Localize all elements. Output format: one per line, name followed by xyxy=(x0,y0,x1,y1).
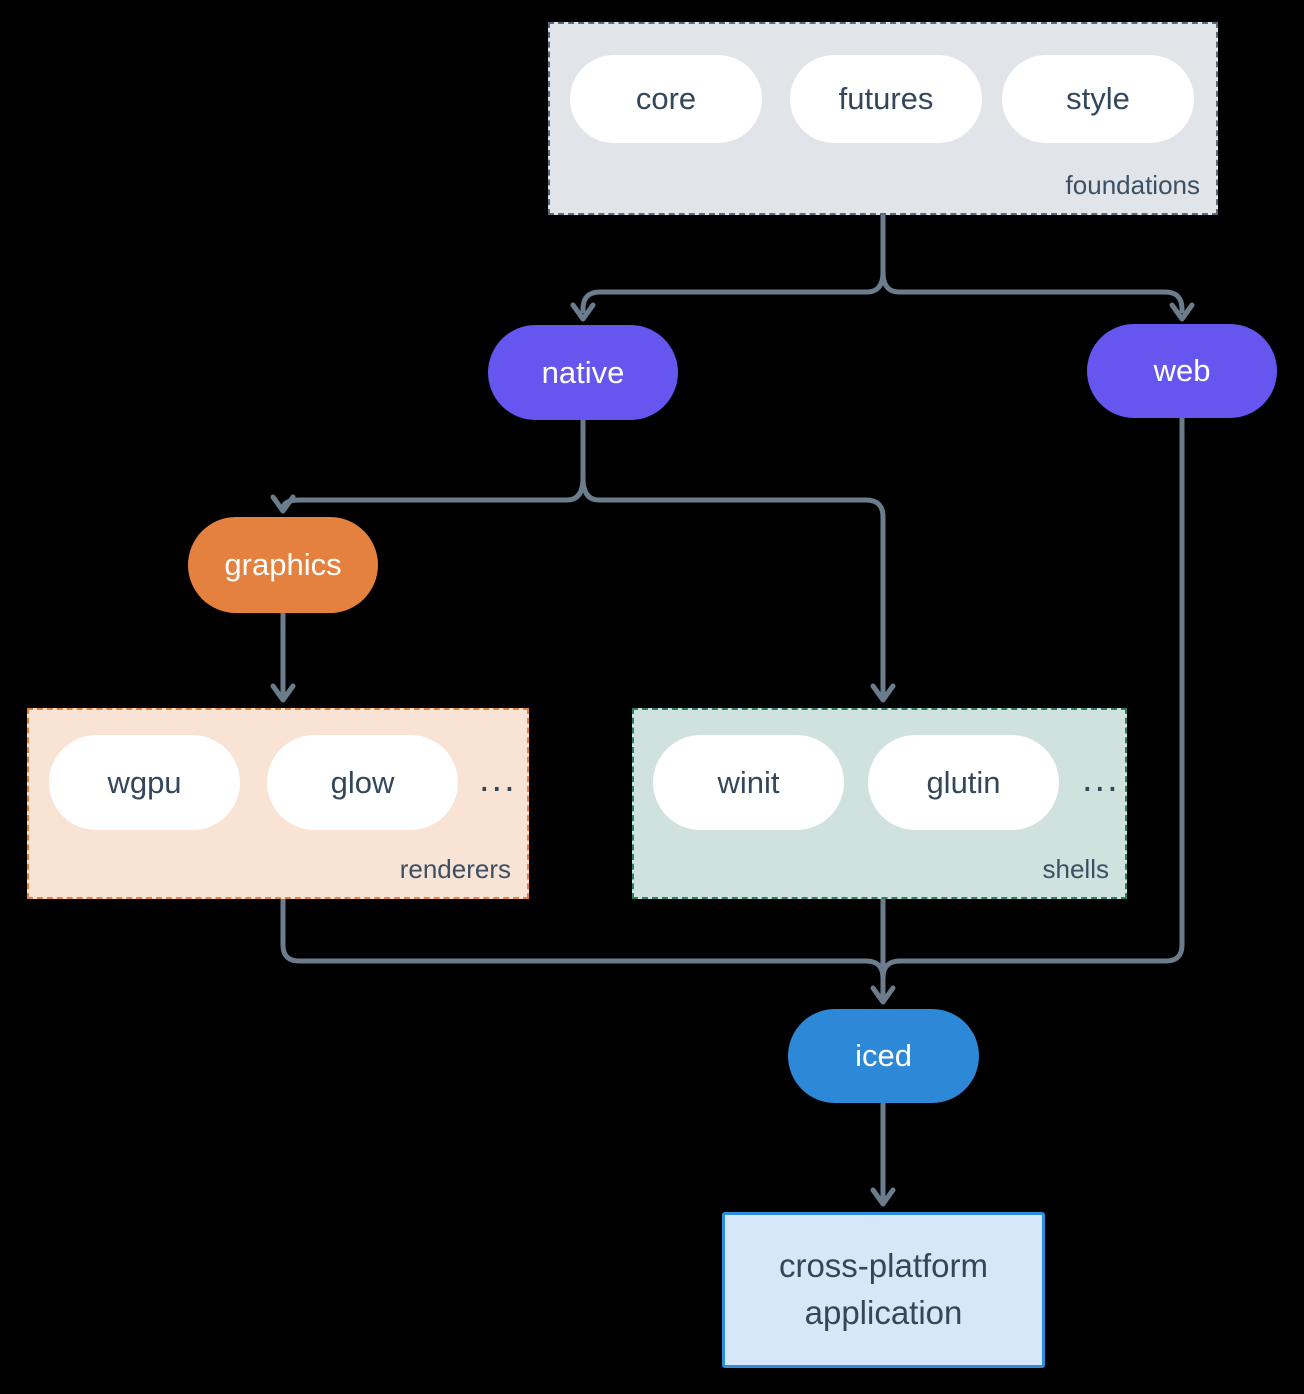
arrowhead-application-icon xyxy=(870,1187,896,1207)
arrowhead-iced-icon xyxy=(870,985,896,1005)
foundations-label: foundations xyxy=(1065,170,1200,200)
connector-native-to-shells xyxy=(580,475,886,699)
node-iced: iced xyxy=(788,1009,979,1103)
connector-renderers-to-iced xyxy=(280,896,886,981)
application-line2: application xyxy=(804,1294,963,1331)
group-shells: winit glutin ... shells xyxy=(632,708,1127,899)
node-winit: winit xyxy=(653,735,844,830)
arrowhead-native-icon xyxy=(570,302,596,322)
group-renderers: wgpu glow ... renderers xyxy=(27,708,529,899)
application-box: cross-platform application xyxy=(722,1212,1045,1368)
node-web: web xyxy=(1087,324,1277,418)
shells-ellipsis: ... xyxy=(1082,758,1120,800)
connector-foundations-to-native xyxy=(580,212,886,314)
node-native: native xyxy=(488,325,678,420)
group-foundations: core futures style foundations xyxy=(548,22,1218,215)
node-wgpu: wgpu xyxy=(49,735,240,830)
node-glutin: glutin xyxy=(868,735,1059,830)
application-line1: cross-platform xyxy=(778,1247,989,1285)
node-futures: futures xyxy=(790,55,982,143)
renderers-label: renderers xyxy=(399,854,511,884)
arrowhead-renderers-icon xyxy=(270,683,296,703)
arrowhead-web-icon xyxy=(1169,302,1195,322)
connector-foundations-to-web xyxy=(880,269,1185,314)
arrowhead-graphics-icon xyxy=(270,494,296,514)
node-core: core xyxy=(570,55,762,143)
node-graphics: graphics xyxy=(188,517,378,613)
renderers-ellipsis: ... xyxy=(479,758,517,800)
connector-native-to-graphics xyxy=(280,417,586,512)
node-glow: glow xyxy=(267,735,458,830)
shells-label: shells xyxy=(1042,854,1109,884)
arrowhead-shells-icon xyxy=(870,683,896,703)
node-style: style xyxy=(1002,55,1194,143)
